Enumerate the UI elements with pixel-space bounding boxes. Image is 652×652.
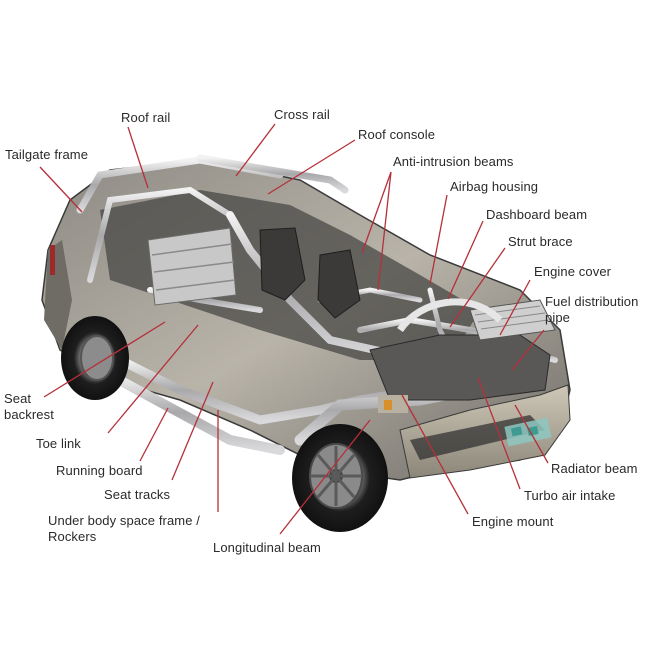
label-strut-brace: Strut brace	[508, 234, 573, 249]
leader-line-airbag-housing	[429, 194, 448, 285]
leader-line-running-board	[139, 407, 169, 462]
engine-bay	[369, 298, 556, 413]
label-engine-cover: Engine cover	[534, 264, 612, 279]
leader-line-anti-intrusion-beams	[361, 171, 392, 254]
leader-line-anti-intrusion-beams	[377, 171, 392, 291]
label-seat-backrest: Seat backrest	[4, 391, 54, 422]
front-wheel	[292, 424, 388, 532]
leader-line-longitudinal-beam	[279, 419, 371, 535]
label-anti-intrusion-beams: Anti-intrusion beams	[393, 154, 514, 169]
leader-lines	[39, 123, 549, 535]
rear-wheel	[61, 316, 129, 400]
leader-line-seat-backrest	[43, 321, 166, 398]
leader-line-toe-link	[107, 324, 199, 434]
leader-line-turbo-air-intake	[477, 377, 521, 490]
leader-line-strut-brace	[449, 247, 506, 328]
leader-line-engine-cover	[499, 279, 531, 336]
label-seat-tracks: Seat tracks	[104, 487, 171, 502]
leader-line-fuel-distribution-pipe	[511, 329, 545, 371]
label-radiator-beam: Radiator beam	[551, 461, 638, 476]
leader-line-seat-tracks	[171, 381, 214, 481]
label-longitudinal-beam: Longitudinal beam	[213, 540, 321, 555]
label-under-body-space-frame: Under body space frame / Rockers	[48, 513, 200, 544]
label-airbag-housing: Airbag housing	[450, 179, 539, 194]
leader-line-roof-console	[267, 139, 356, 195]
label-roof-console: Roof console	[358, 127, 436, 142]
label-dashboard-beam: Dashboard beam	[486, 207, 588, 222]
leader-line-cross-rail	[235, 123, 276, 177]
label-turbo-air-intake: Turbo air intake	[524, 488, 616, 503]
leader-line-engine-mount	[401, 394, 469, 515]
leader-line-radiator-beam	[514, 404, 549, 464]
seats	[259, 227, 361, 319]
leader-line-tailgate-frame	[39, 166, 83, 213]
label-tailgate-frame: Tailgate frame	[5, 147, 89, 162]
label-roof-rail: Roof rail	[121, 110, 171, 125]
leader-line-dashboard-beam	[447, 220, 484, 300]
label-toe-link: Toe link	[36, 436, 81, 451]
label-cross-rail: Cross rail	[274, 107, 330, 122]
seat-panel	[147, 227, 237, 306]
leader-line-roof-rail	[127, 126, 149, 189]
label-engine-mount: Engine mount	[472, 514, 554, 529]
label-running-board: Running board	[56, 463, 143, 478]
label-fuel-distribution-pipe: Fuel distribution pipe	[545, 294, 639, 325]
